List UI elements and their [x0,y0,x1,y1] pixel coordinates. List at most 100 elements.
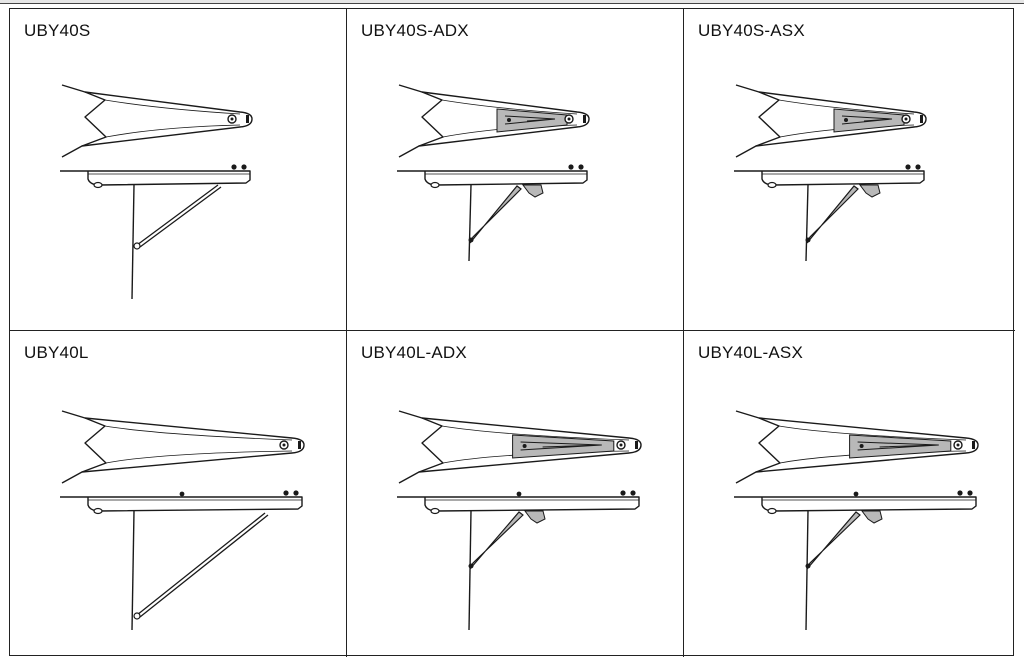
arm-edge [104,99,241,115]
mount-hole-center [230,117,234,121]
strut [806,511,861,570]
adapter-hole [522,444,527,448]
arm-outline [398,84,590,158]
strut-joint [805,563,811,569]
strut [139,514,269,618]
wall-line [468,510,472,631]
panel-title: UBY40L [24,343,89,362]
side-view [60,170,251,186]
bracket-drawing [60,84,253,300]
pin [231,164,237,170]
arm-edge [778,425,967,441]
end-slot [298,441,301,449]
arm-profile [734,170,925,186]
adapter-slot [520,441,602,451]
arm-edge [441,99,578,115]
pin [568,164,574,170]
arm-profile [60,170,251,186]
adapter-slot [841,115,893,125]
wall-line [131,184,135,300]
wall-line [131,510,135,631]
strut [469,185,522,244]
bracket-drawing [60,410,305,631]
drawing-group [397,410,642,631]
slot-hole [93,181,103,189]
mount-hole-center [904,117,908,121]
top-rule-line [0,3,1024,4]
slot-hole [93,507,103,515]
wall-line [805,184,809,262]
mount-hole-center [619,443,623,447]
drawing-group [60,410,305,631]
wall-line [468,184,472,262]
end-slot [972,441,975,449]
arm-fork [81,417,107,473]
panel-title: UBY40S-ADX [361,21,469,40]
bracket-drawing [397,84,590,262]
adapter-hole [507,118,511,122]
pin [905,164,911,170]
slot-hole [767,181,777,189]
pin [293,490,299,496]
pin [853,491,859,497]
adapter-slot [504,115,556,125]
pin [578,164,584,170]
adapter-hole [859,444,864,448]
strut-joint [133,242,141,250]
strut-joint [805,237,811,243]
bracket-drawing [734,84,927,262]
strut [469,511,524,570]
strut [806,185,859,244]
top-view [61,84,253,158]
arm-fork [81,91,107,147]
arm-outline [398,410,642,484]
end-slot [635,441,638,449]
end-slot [920,115,923,123]
arm-profile [397,170,588,186]
strut [136,184,219,246]
arm-edge [104,425,293,441]
side-view [734,170,925,186]
panel-uby40s-asx: UBY40S-ASX [684,9,1015,331]
strut [136,512,266,616]
top-view [398,410,642,484]
strut-bracket [524,510,546,524]
slot-hole [430,181,440,189]
side-view [397,170,588,186]
arm-fork [418,417,444,473]
panel-uby40s-adx: UBY40S-ADX [347,9,684,331]
adapter-hole [844,118,848,122]
panel-uby40l-asx: UBY40L-ASX [684,331,1015,657]
mount-hole-center [282,443,286,447]
strut-joint [468,237,474,243]
pin [241,164,247,170]
mount-hole-center [956,443,960,447]
pin [283,490,289,496]
arm-edge [105,124,241,138]
arm-outline [61,410,305,484]
arm-edge [778,99,915,115]
pin [630,490,636,496]
arm-fork [418,91,444,147]
pin [967,490,973,496]
strut [139,186,222,248]
panel-title: UBY40S [24,21,91,40]
top-rule [0,0,1024,4]
arm-fork [755,91,781,147]
mount-hole-center [567,117,571,121]
adapter-slot [857,441,939,451]
wall-line [805,510,809,631]
end-slot [246,115,249,123]
strut-joint [133,612,141,620]
end-slot [583,115,586,123]
pin [957,490,963,496]
panel-title: UBY40S-ASX [698,21,805,40]
arm-outline [735,84,927,158]
arm-edge [441,425,630,441]
pin [620,490,626,496]
slot-hole [767,507,777,515]
strut-joint [468,563,474,569]
pin [516,491,522,497]
strut-bracket [861,510,883,524]
pin [915,164,921,170]
